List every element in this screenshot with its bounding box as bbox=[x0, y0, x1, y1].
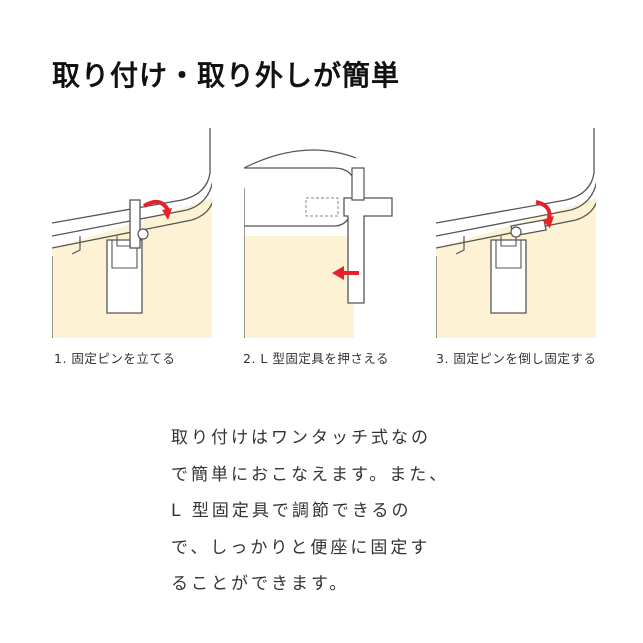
description-line: で簡単におこなえます。また、 bbox=[171, 464, 450, 485]
step2-illustration bbox=[244, 128, 404, 338]
description-line: で、しっかりと便座に固定す bbox=[171, 537, 431, 558]
step1-illustration bbox=[52, 128, 212, 338]
step2-caption: 2. L 型固定具を押さえる bbox=[243, 351, 389, 366]
description-line: 取り付けはワンタッチ式なの bbox=[171, 428, 431, 448]
page-title: 取り付け・取り外しが簡単 bbox=[52, 59, 401, 92]
description-line: ることができます。 bbox=[171, 574, 350, 594]
step1-caption: 1. 固定ピンを立てる bbox=[54, 351, 176, 366]
description-line: L 型固定具で調節できるの bbox=[171, 501, 412, 521]
description-text: 取り付けはワンタッチ式なの で簡単におこなえます。また、 L 型固定具で調節でき… bbox=[171, 420, 471, 603]
step3-illustration bbox=[436, 128, 596, 338]
step3-caption: 3. 固定ピンを倒し固定する bbox=[436, 351, 597, 366]
